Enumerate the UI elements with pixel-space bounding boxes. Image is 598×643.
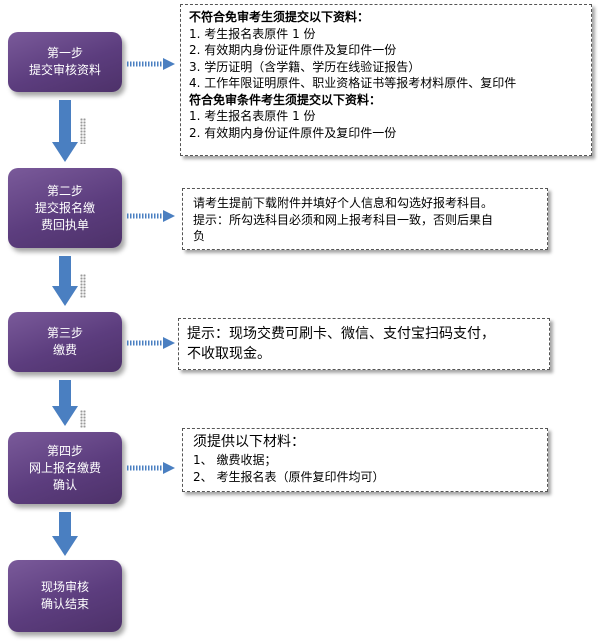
note-1-item: 2. 有效期内身份证件原件及复印件一份: [189, 125, 397, 140]
note-1-item: 4. 工作年限证明原件、职业资格证书等报考材料原件、复印件: [189, 76, 517, 90]
right-arrow-1: [127, 58, 175, 70]
note-1-item: 1. 考生报名表原件 1 份: [189, 26, 316, 41]
note-3-line: 不收取现金。: [187, 346, 271, 362]
step-2-label-line2: 费回执单: [40, 217, 89, 232]
note-2-line: 提示：所勾选科目必须和网上报考科目一致，否则后果自: [193, 212, 494, 227]
step-1-label: 提交审核资料: [28, 63, 101, 77]
note-1-heading-exempt: 符合免审条件考生须提交以下资料：: [189, 92, 382, 107]
step-5-label-line2: 确认结束: [40, 597, 89, 611]
step-3-title: 第三步: [46, 326, 83, 340]
step-2-box: 第二步 提交报名缴 费回执单: [8, 168, 122, 248]
note-1-heading-non-exempt: 不符合免审考生须提交以下资料：: [189, 10, 370, 24]
down-arrow-3: [52, 380, 78, 426]
down-arrow-1: [52, 100, 78, 162]
step-1-box: 第一步 提交审核资料: [8, 32, 122, 92]
dotted-marker-1: [80, 118, 86, 144]
note-4-line: 2、 考生报名表（原件复印件均可）: [193, 469, 385, 484]
step-4-label-line2: 确认: [52, 477, 77, 492]
step-4-title: 第四步: [46, 443, 83, 458]
dotted-marker-2: [80, 274, 86, 298]
right-arrow-2: [127, 210, 175, 222]
step-4-box: 第四步 网上报名缴费 确认: [8, 432, 122, 504]
step-3-label: 缴费: [52, 343, 77, 357]
step-1-title: 第一步: [46, 46, 83, 60]
step-4-label-line1: 网上报名缴费: [28, 460, 101, 475]
step-3-box: 第三步 缴费: [8, 312, 122, 372]
down-arrow-4: [52, 512, 78, 556]
step-5-label-line1: 现场审核: [40, 580, 89, 594]
note-1-item: 1. 考生报名表原件 1 份: [189, 109, 316, 123]
note-4-heading: 须提供以下材料：: [193, 434, 305, 450]
down-arrow-2: [52, 256, 78, 306]
note-payment-methods: 提示：现场交费可刷卡、微信、支付宝扫码支付， 不收取现金。: [178, 318, 550, 370]
right-arrow-3: [127, 337, 175, 349]
note-1-item: 2. 有效期内身份证件原件及复印件一份: [189, 43, 397, 57]
note-required-documents: 不符合免审考生须提交以下资料： 1. 考生报名表原件 1 份 2. 有效期内身份…: [180, 4, 592, 156]
right-arrow-4: [127, 462, 175, 474]
step-2-label-line1: 提交报名缴: [34, 200, 95, 215]
step-2-title: 第二步: [46, 183, 83, 198]
note-1-item: 3. 学历证明（含学籍、学历在线验证报告）: [189, 59, 421, 74]
note-3-line: 提示：现场交费可刷卡、微信、支付宝扫码支付，: [187, 326, 495, 342]
step-5-box: 现场审核 确认结束: [8, 560, 122, 632]
note-materials: 须提供以下材料： 1、 缴费收据； 2、 考生报名表（原件复印件均可）: [182, 428, 548, 492]
dotted-marker-3: [80, 410, 86, 428]
note-2-line: 负: [193, 229, 206, 243]
note-download-form: 请考生提前下载附件并填好个人信息和勾选好报考科目。 提示：所勾选科目必须和网上报…: [182, 188, 548, 250]
note-2-line: 请考生提前下载附件并填好个人信息和勾选好报考科目。: [193, 196, 494, 210]
note-4-line: 1、 缴费收据；: [193, 453, 277, 467]
